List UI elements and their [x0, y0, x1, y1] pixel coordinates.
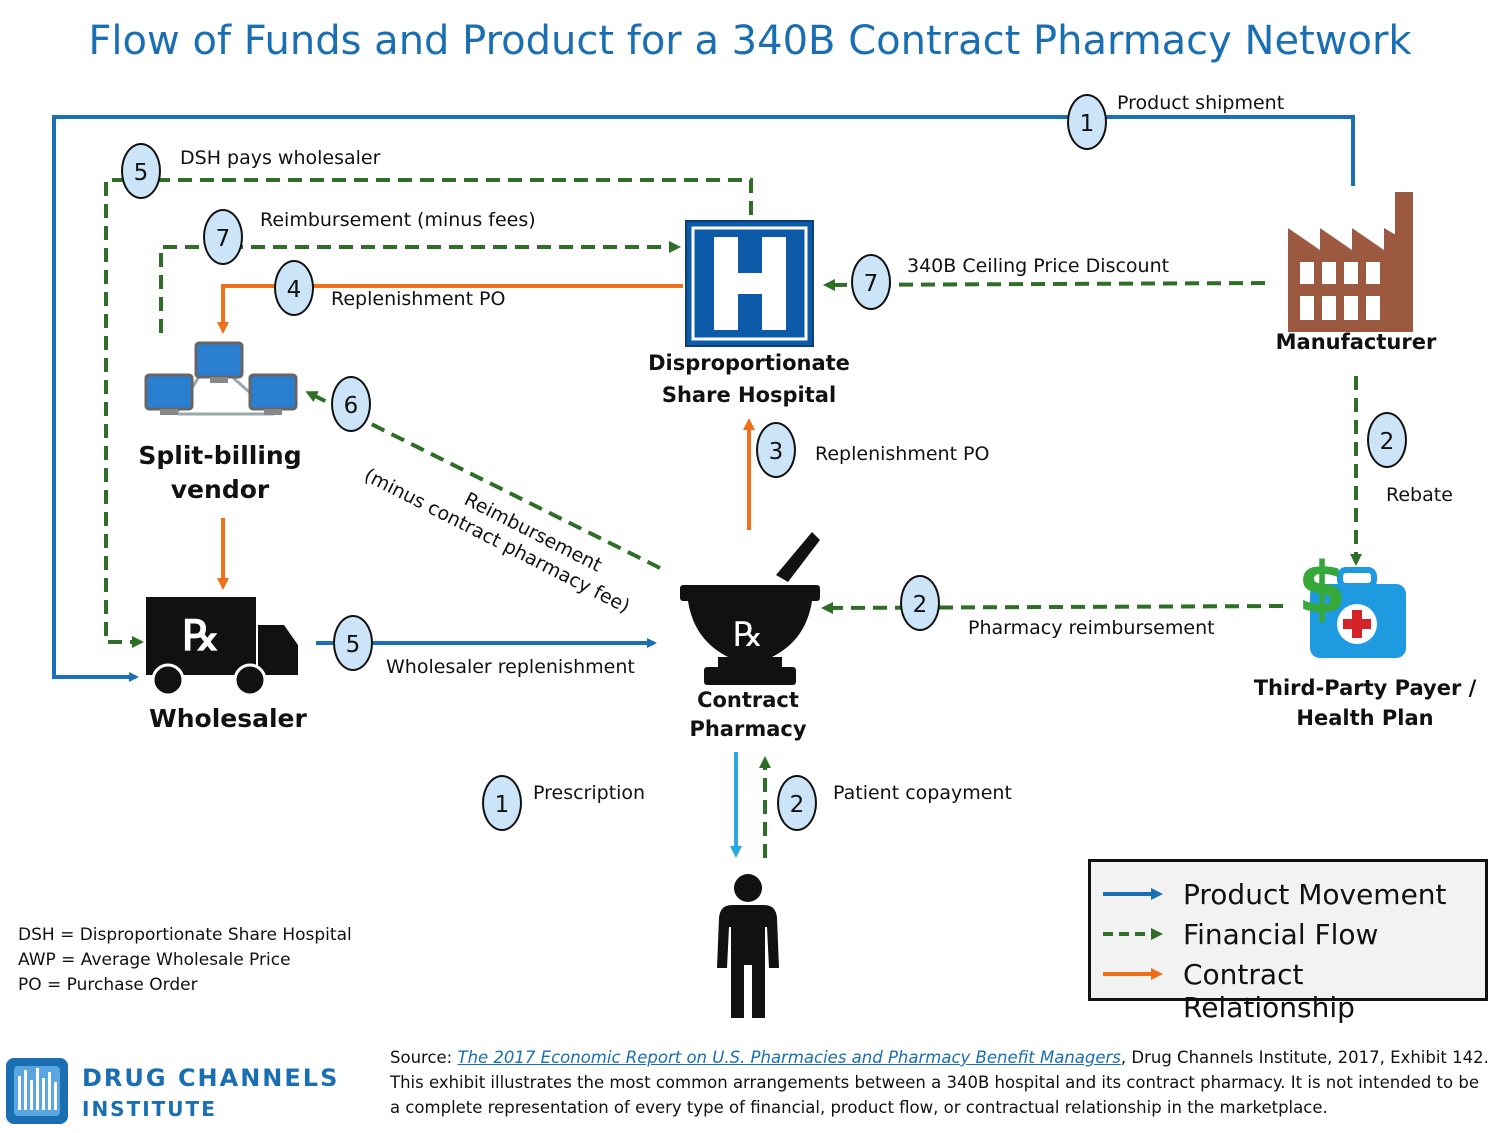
step-badge: 7 — [203, 209, 243, 265]
replenishment-po-4-label: Replenishment PO — [331, 288, 506, 310]
rebate-label: Rebate — [1386, 484, 1453, 506]
wholesaler-label: Wholesaler — [149, 704, 307, 733]
legend-product-swatch — [1103, 888, 1163, 900]
step-badge: 5 — [333, 615, 373, 671]
pharmacy-label: Contract Pharmacy — [650, 686, 846, 745]
medical-bag-icon: $ — [1298, 547, 1406, 658]
source-suffix: , Drug Channels Institute, 2017, Exhibit… — [390, 1048, 1489, 1117]
step-badge: 5 — [121, 143, 161, 199]
step-badge: 2 — [1367, 412, 1407, 468]
step-badge: 4 — [274, 260, 314, 316]
pharmacy-label-line2: Pharmacy — [689, 717, 807, 742]
manufacturer-label: Manufacturer — [1275, 330, 1437, 354]
vendor-label: Split-billing vendor — [120, 439, 320, 507]
product-shipment-label: Product shipment — [1117, 92, 1285, 114]
step-badge: 1 — [482, 775, 522, 831]
factory-icon — [1288, 192, 1413, 332]
step-badge: 2 — [777, 775, 817, 831]
diagram-title: Flow of Funds and Product for a 340B Con… — [88, 18, 1412, 64]
pharmacy-reimbursement-label: Pharmacy reimbursement — [968, 617, 1215, 639]
pharmacy-reimbursement-line — [821, 601, 1284, 614]
vendor-label-line1: Split-billing — [138, 441, 302, 470]
patient-copay-label: Patient copayment — [833, 782, 1012, 804]
patient-icon — [717, 874, 779, 1018]
legend-contract-swatch — [1103, 968, 1163, 980]
legend-product: Product Movement — [1091, 874, 1481, 914]
legend-financial-label: Financial Flow — [1183, 918, 1379, 951]
drug-channels-logo-icon — [6, 1058, 68, 1124]
source-report-link[interactable]: The 2017 Economic Report on U.S. Pharmac… — [457, 1048, 1121, 1067]
payer-label-line2: Health Plan — [1296, 706, 1434, 731]
abbreviation-awp: AWP = Average Wholesale Price — [18, 950, 291, 970]
dsh-pays-line — [104, 178, 753, 648]
abbreviation-dsh: DSH = Disproportionate Share Hospital — [18, 925, 352, 945]
legend-contract: Contract Relationship — [1091, 954, 1481, 1024]
replenishment-po-3-label: Replenishment PO — [815, 443, 990, 465]
pharmacy-label-line1: Contract — [697, 688, 799, 712]
prescription-label: Prescription — [533, 782, 646, 804]
source-note: Source: The 2017 Economic Report on U.S.… — [390, 1045, 1490, 1120]
hospital-label: Disproportionate Share Hospital — [626, 348, 872, 411]
ceiling-discount-label: 340B Ceiling Price Discount — [907, 255, 1170, 277]
mortar-pestle-icon: ℞ — [680, 532, 820, 685]
legend-product-label: Product Movement — [1183, 878, 1447, 911]
svg-text:℞: ℞ — [182, 611, 220, 660]
legend-financial: Financial Flow — [1091, 914, 1481, 954]
step-badge: 2 — [900, 575, 940, 631]
payer-label: Third-Party Payer / Health Plan — [1240, 673, 1490, 734]
step-badge: 6 — [331, 376, 371, 432]
wholesaler-replenishment-label: Wholesaler replenishment — [386, 656, 635, 678]
brand-name: DRUG CHANNELS — [82, 1064, 340, 1092]
legend: Product Movement Financial Flow Contract… — [1088, 859, 1488, 1024]
vendor-label-line2: vendor — [170, 474, 270, 504]
step-badge: 7 — [851, 254, 891, 310]
hospital-label-line1: Disproportionate — [648, 351, 850, 375]
svg-text:℞: ℞ — [733, 615, 763, 655]
abbreviation-po: PO = Purchase Order — [18, 975, 198, 995]
reimbursement-minus-fees-label: Reimbursement (minus fees) — [260, 209, 536, 231]
payer-label-line1: Third-Party Payer / — [1253, 676, 1477, 700]
computers-icon — [144, 341, 298, 416]
ceiling-discount-line — [823, 278, 1266, 291]
truck-icon: ℞ — [146, 597, 298, 697]
product-shipment-line — [52, 115, 1355, 682]
legend-contract-label: Contract Relationship — [1183, 958, 1355, 1024]
source-prefix: Source: — [390, 1048, 458, 1067]
svg-text:$: $ — [1298, 547, 1347, 629]
step-badge: 1 — [1067, 94, 1107, 150]
replenishment-po-4-line — [217, 284, 683, 334]
hospital-icon — [685, 220, 814, 347]
step-badge: 3 — [756, 422, 796, 478]
dsh-pays-label: DSH pays wholesaler — [180, 147, 381, 169]
hospital-label-line2: Share Hospital — [661, 382, 837, 407]
legend-financial-swatch — [1103, 928, 1163, 940]
reimbursement-minus-fees-line — [159, 241, 681, 333]
brand-subtitle: INSTITUTE — [82, 1097, 217, 1121]
